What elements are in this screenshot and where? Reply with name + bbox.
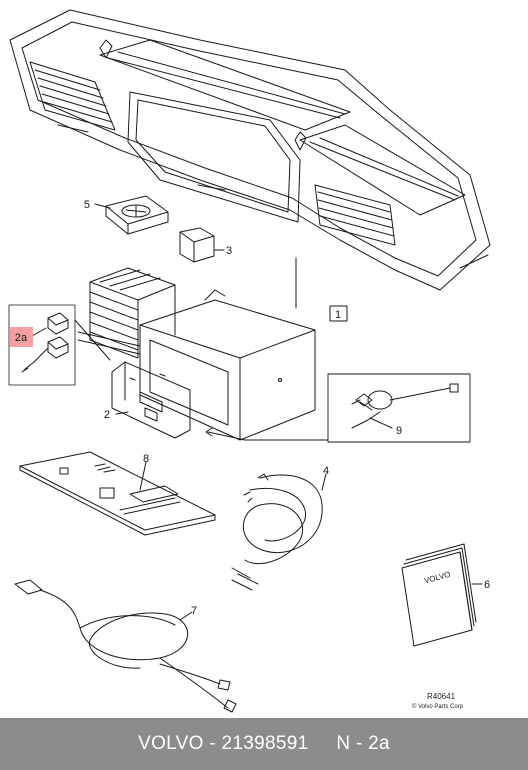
footer-brand: VOLVO — [138, 733, 204, 754]
part-7-wiring — [14, 579, 237, 713]
callout-8: 8 — [143, 453, 149, 465]
part-3-relay — [179, 227, 225, 263]
callout-9: 9 — [396, 425, 402, 437]
footer-position: N - 2a — [336, 733, 390, 754]
callout-3: 3 — [226, 245, 232, 257]
callout-4: 4 — [323, 465, 329, 477]
part-2a-clips — [8, 304, 111, 386]
part-6-owners-booklet — [401, 543, 483, 647]
callout-6: 6 — [484, 579, 490, 591]
highlight-2a — [10, 327, 33, 347]
part-8-circuit-board — [19, 451, 216, 536]
box-1-outline — [329, 305, 348, 322]
footer-part-number: 21398591 — [221, 733, 309, 754]
booklet-brand-text: VOLVO — [423, 570, 451, 586]
part-1-main-unit — [77, 267, 316, 441]
box-9-outline — [327, 373, 471, 443]
callout-7: 7 — [191, 605, 197, 617]
copyright-text: © Volvo Parts Corp — [412, 703, 464, 710]
part-4-harness — [231, 473, 327, 591]
drawing-code: R40641 — [427, 692, 456, 701]
footer-separator: - — [209, 733, 216, 754]
callout-2a: 2a — [15, 332, 28, 344]
part-9-actuator — [205, 383, 459, 441]
callout-5: 5 — [84, 199, 90, 211]
footer-bar: VOLVO - 21398591 N - 2a — [0, 718, 528, 770]
parts-diagram: 1 2 2a 3 4 5 6 7 8 9 VOLVO R40641 © Volv… — [8, 9, 491, 713]
callout-1: 1 — [335, 309, 341, 321]
callout-2: 2 — [104, 409, 110, 421]
part-2-panel — [111, 361, 191, 439]
overhead-console-frame — [9, 9, 491, 291]
part-5-fan — [94, 195, 169, 235]
